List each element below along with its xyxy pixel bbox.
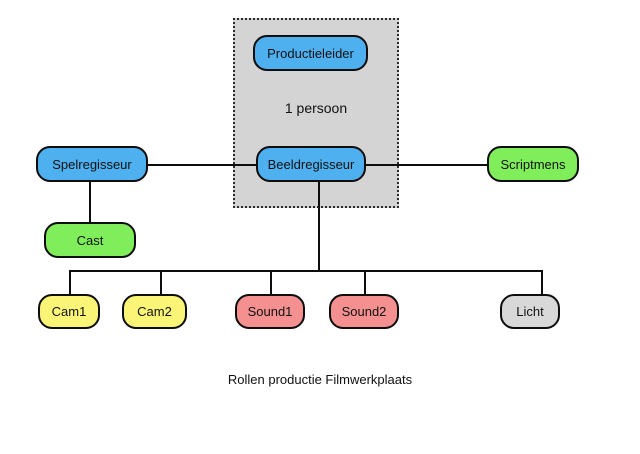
node-cam1[interactable]: Cam1 xyxy=(38,294,100,329)
node-spelregisseur[interactable]: Spelregisseur xyxy=(36,146,148,182)
node-licht[interactable]: Licht xyxy=(500,294,560,329)
node-spelregisseur-label: Spelregisseur xyxy=(52,156,132,172)
drop-line-sound2 xyxy=(364,270,366,295)
link-beeldregisseur-bus xyxy=(318,182,320,271)
node-productieleider-label: Productieleider xyxy=(267,45,354,61)
link-beeldregisseur-scriptmens xyxy=(365,164,488,166)
node-licht-label: Licht xyxy=(516,304,544,319)
node-cast[interactable]: Cast xyxy=(44,222,136,258)
group-note-label: 1 persoon xyxy=(284,100,348,116)
node-cam2[interactable]: Cam2 xyxy=(122,294,187,329)
node-sound1-label: Sound1 xyxy=(247,304,293,319)
drop-line-cam2 xyxy=(160,270,162,295)
node-beeldregisseur[interactable]: Beeldregisseur xyxy=(256,146,366,182)
node-sound2-label: Sound2 xyxy=(341,304,387,319)
link-spelregisseur-cast xyxy=(89,182,91,222)
drop-line-sound1 xyxy=(270,270,272,295)
diagram-caption: Rollen productie Filmwerkplaats xyxy=(227,372,413,387)
node-productieleider[interactable]: Productieleider xyxy=(253,35,368,71)
crew-bus-line xyxy=(69,270,543,272)
drop-line-cam1 xyxy=(69,270,71,295)
node-cam2-label: Cam2 xyxy=(137,304,172,319)
node-beeldregisseur-label: Beeldregisseur xyxy=(267,156,355,172)
node-sound2[interactable]: Sound2 xyxy=(329,294,399,329)
node-scriptmens-label: Scriptmens xyxy=(500,156,566,172)
link-spelregisseur-beeldregisseur xyxy=(148,164,258,166)
drop-line-licht xyxy=(541,270,543,295)
node-scriptmens[interactable]: Scriptmens xyxy=(487,146,579,182)
node-cam1-label: Cam1 xyxy=(51,304,87,319)
node-sound1[interactable]: Sound1 xyxy=(235,294,305,329)
node-cast-label: Cast xyxy=(76,232,104,248)
